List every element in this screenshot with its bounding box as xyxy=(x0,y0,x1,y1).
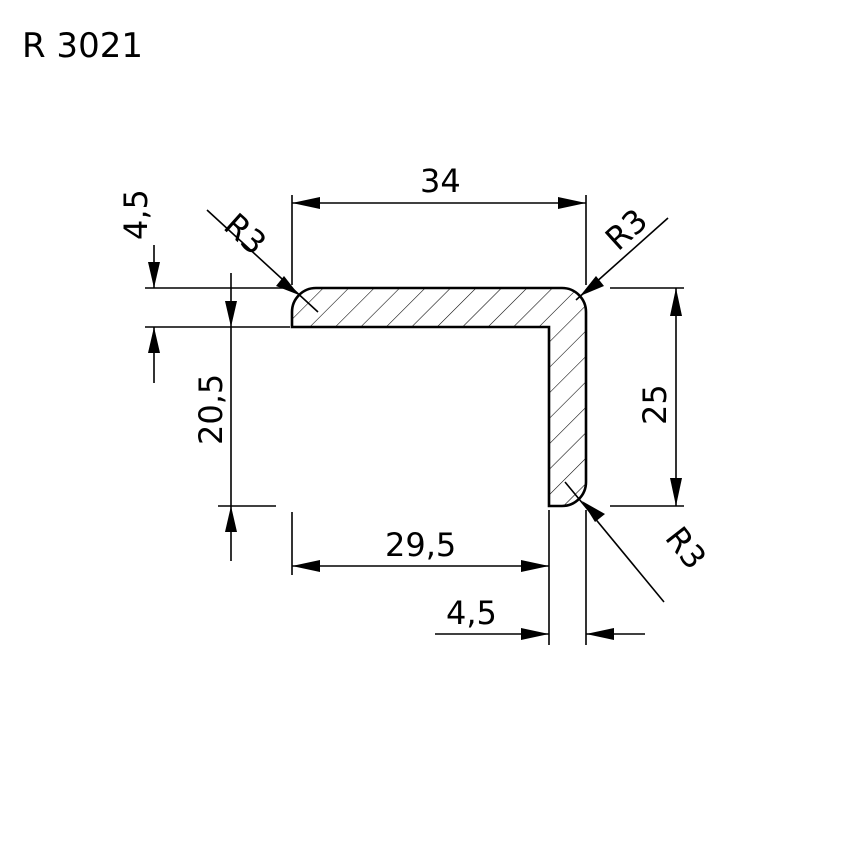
radius-label-top-right: R3 xyxy=(598,201,655,258)
dimension-inner-width: 29,5 xyxy=(291,510,550,645)
dimension-inner-height: 20,5 xyxy=(192,273,276,561)
dimension-label-20-5: 20,5 xyxy=(192,374,230,445)
radius-label-bottom-right: R3 xyxy=(658,520,714,577)
radius-leader-top-right: R3 xyxy=(575,201,669,301)
dimension-flange-thickness: 4,5 xyxy=(117,189,290,383)
radius-leader-bottom-right: R3 xyxy=(564,481,714,603)
dimension-web-thickness: 4,5 xyxy=(435,510,645,645)
dimension-label-4-5-bottom: 4,5 xyxy=(446,594,497,632)
dimension-right-height: 25 xyxy=(610,287,684,507)
dimension-label-29-5: 29,5 xyxy=(385,526,456,564)
radius-label-top-left: R3 xyxy=(217,206,274,263)
dimension-label-25: 25 xyxy=(636,384,674,425)
dimension-label-4-5-top: 4,5 xyxy=(117,189,155,240)
angle-profile-section xyxy=(290,286,588,508)
radius-leader-top-left: R3 xyxy=(206,206,319,313)
profile-title: R 3021 xyxy=(22,26,143,66)
dimension-label-34: 34 xyxy=(420,162,461,200)
dimension-top-width: 34 xyxy=(291,162,587,285)
